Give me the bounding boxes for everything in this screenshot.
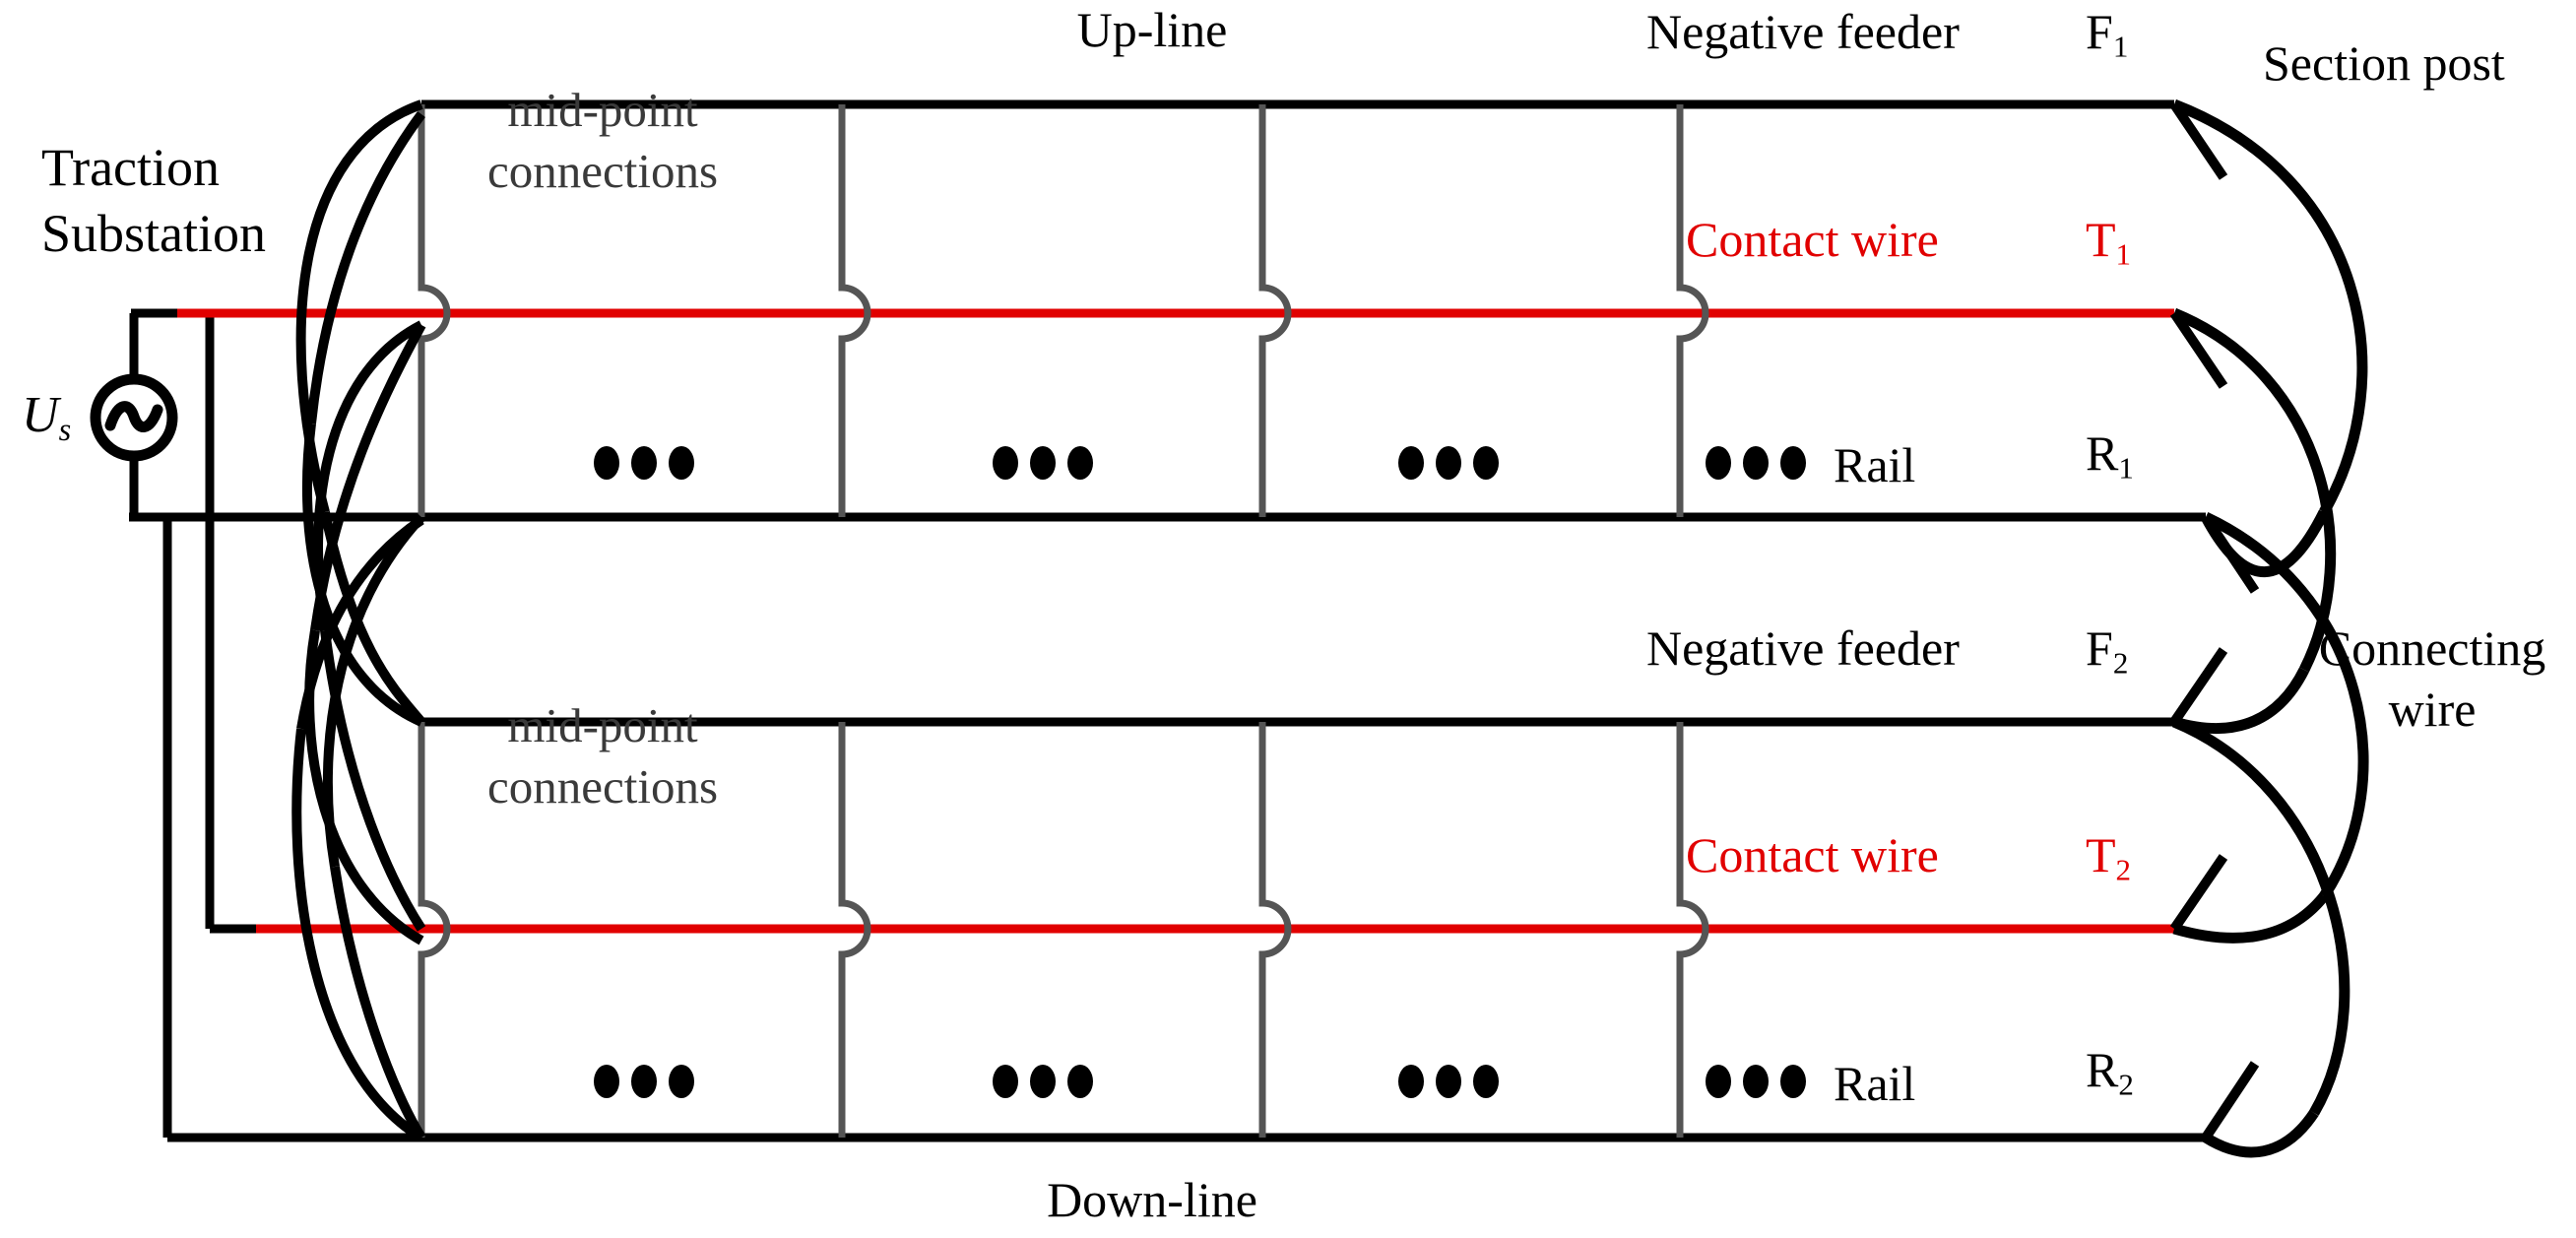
taper-f2 xyxy=(2169,647,2228,725)
connecting-wire-r1 xyxy=(2203,512,2369,900)
ellipsis-dots-group xyxy=(594,446,1806,1098)
midpoint-connection-down-1 xyxy=(418,722,451,1138)
midpoint-connection-up-3 xyxy=(1258,104,1292,517)
ellipsis-dot xyxy=(669,446,694,480)
connecting-wire-f2-cont xyxy=(2203,1109,2319,1158)
ellipsis-dot xyxy=(669,1065,694,1098)
ellipsis-dot xyxy=(594,1065,619,1098)
terminal-r2-letter: R xyxy=(2086,1042,2119,1097)
midpoint-connection-up-1 xyxy=(418,104,451,517)
terminal-f2-subscript: 2 xyxy=(2112,645,2129,681)
contact-wire-bottom-label: Contact wire xyxy=(1686,827,1939,882)
source-voltage-subscript: s xyxy=(58,412,72,448)
terminal-r1-label: R1 xyxy=(2086,425,2134,486)
contact-wire-top-label: Contact wire xyxy=(1686,212,1939,267)
ellipsis-dot xyxy=(1436,1065,1461,1098)
connecting-wire-label-line2: wire xyxy=(2388,682,2477,737)
taper-r2 xyxy=(2201,1061,2260,1140)
taper-t2 xyxy=(2169,854,2228,932)
ellipsis-dot xyxy=(1067,1065,1093,1098)
ellipsis-dot xyxy=(1067,446,1093,480)
substation-arc-t2-cont xyxy=(310,322,426,631)
midpoint-connection-down-2 xyxy=(838,722,871,1138)
terminal-f2-letter: F xyxy=(2086,620,2113,676)
traction-substation-label-line2: Substation xyxy=(41,204,267,263)
traction-substation-label-line1: Traction xyxy=(41,138,221,197)
connecting-wire-arcs xyxy=(2171,98,2369,1158)
terminal-r2-subscript: 2 xyxy=(2118,1067,2134,1102)
midpoint-connection-up-4 xyxy=(1676,104,1709,517)
traction-substation-group xyxy=(90,308,2206,522)
taper-t1 xyxy=(2169,310,2228,389)
ellipsis-dot xyxy=(1473,446,1499,480)
ellipsis-dot xyxy=(1436,446,1461,480)
terminal-f2-label: F2 xyxy=(2086,620,2128,681)
ellipsis-dot xyxy=(1030,1065,1056,1098)
ellipsis-dot xyxy=(1398,1065,1424,1098)
substation-arc-f2 xyxy=(301,423,424,727)
ellipsis-dot xyxy=(1706,446,1731,480)
midpoint-connections-bottom-label-line2: connections xyxy=(486,759,719,814)
terminal-t2-label: T2 xyxy=(2086,827,2131,887)
connecting-wire-t1 xyxy=(2171,307,2337,673)
section-post-tapers xyxy=(2169,101,2260,1140)
terminal-f1-label: F1 xyxy=(2086,4,2128,64)
ellipsis-dot xyxy=(993,1065,1018,1098)
substation-connecting-arcs xyxy=(291,99,426,1142)
midpoint-connection-down-4 xyxy=(1676,722,1709,1138)
ellipsis-dot xyxy=(631,446,657,480)
substation-arc-r1-cont xyxy=(330,866,426,1140)
down-line-label: Down-line xyxy=(1047,1172,1257,1227)
ac-sine-icon xyxy=(104,401,163,432)
ellipsis-dot xyxy=(1398,446,1424,480)
ellipsis-dot xyxy=(1030,446,1056,480)
section-post-label: Section post xyxy=(2263,35,2505,91)
terminal-t1-label: T1 xyxy=(2086,212,2131,272)
ellipsis-dot xyxy=(1743,446,1769,480)
ellipsis-dot xyxy=(1780,1065,1806,1098)
substation-tap-group xyxy=(162,313,2206,1142)
midpoint-connections-bottom-label-line1: mid-point xyxy=(507,698,698,752)
ellipsis-dot xyxy=(993,446,1018,480)
terminal-t1-letter: T xyxy=(2086,212,2116,267)
terminal-t2-subscript: 2 xyxy=(2115,852,2132,887)
connecting-wire-f2 xyxy=(2171,716,2351,1116)
ellipsis-dot xyxy=(1473,1065,1499,1098)
terminal-f1-subscript: 1 xyxy=(2112,29,2129,64)
source-voltage-label: Us xyxy=(22,387,71,447)
substation-arc-r2-cont xyxy=(296,515,424,730)
connecting-wire-f1-cont xyxy=(2201,509,2329,577)
terminal-r2-label: R2 xyxy=(2086,1042,2134,1102)
substation-arc-r2 xyxy=(291,728,424,1142)
midpoint-connection-up-2 xyxy=(838,104,871,517)
connecting-wire-f1 xyxy=(2172,98,2368,515)
terminal-t2-letter: T xyxy=(2086,827,2116,882)
midpoint-connections-top-label-line2: connections xyxy=(486,144,719,198)
negative-feeder-bottom-label: Negative feeder xyxy=(1646,620,1960,676)
source-voltage-letter: U xyxy=(22,387,59,443)
up-line-label: Up-line xyxy=(1076,2,1228,57)
midpoint-connection-down-3 xyxy=(1258,722,1292,1138)
midpoint-connections-group xyxy=(418,104,1709,1138)
connecting-wire-label-line1: Connecting xyxy=(2318,620,2546,676)
taper-f1 xyxy=(2169,101,2228,180)
ellipsis-dot xyxy=(1780,446,1806,480)
ellipsis-dot xyxy=(594,446,619,480)
ellipsis-dot xyxy=(1743,1065,1769,1098)
rail-top-label: Rail xyxy=(1834,437,1916,492)
terminal-t1-subscript: 1 xyxy=(2115,236,2132,272)
connecting-wire-r1-cont xyxy=(2172,892,2329,944)
rail-bottom-label: Rail xyxy=(1834,1056,1916,1111)
terminal-r1-letter: R xyxy=(2086,425,2119,481)
terminal-f1-letter: F xyxy=(2086,4,2113,59)
negative-feeder-top-label: Negative feeder xyxy=(1646,4,1960,59)
substation-arc-f1-cont xyxy=(320,510,425,726)
terminal-r1-subscript: 1 xyxy=(2118,450,2134,486)
midpoint-connections-top-label-line1: mid-point xyxy=(507,83,698,137)
ellipsis-dot xyxy=(1706,1065,1731,1098)
substation-arc-f2-cont xyxy=(306,111,426,424)
ellipsis-dot xyxy=(631,1065,657,1098)
